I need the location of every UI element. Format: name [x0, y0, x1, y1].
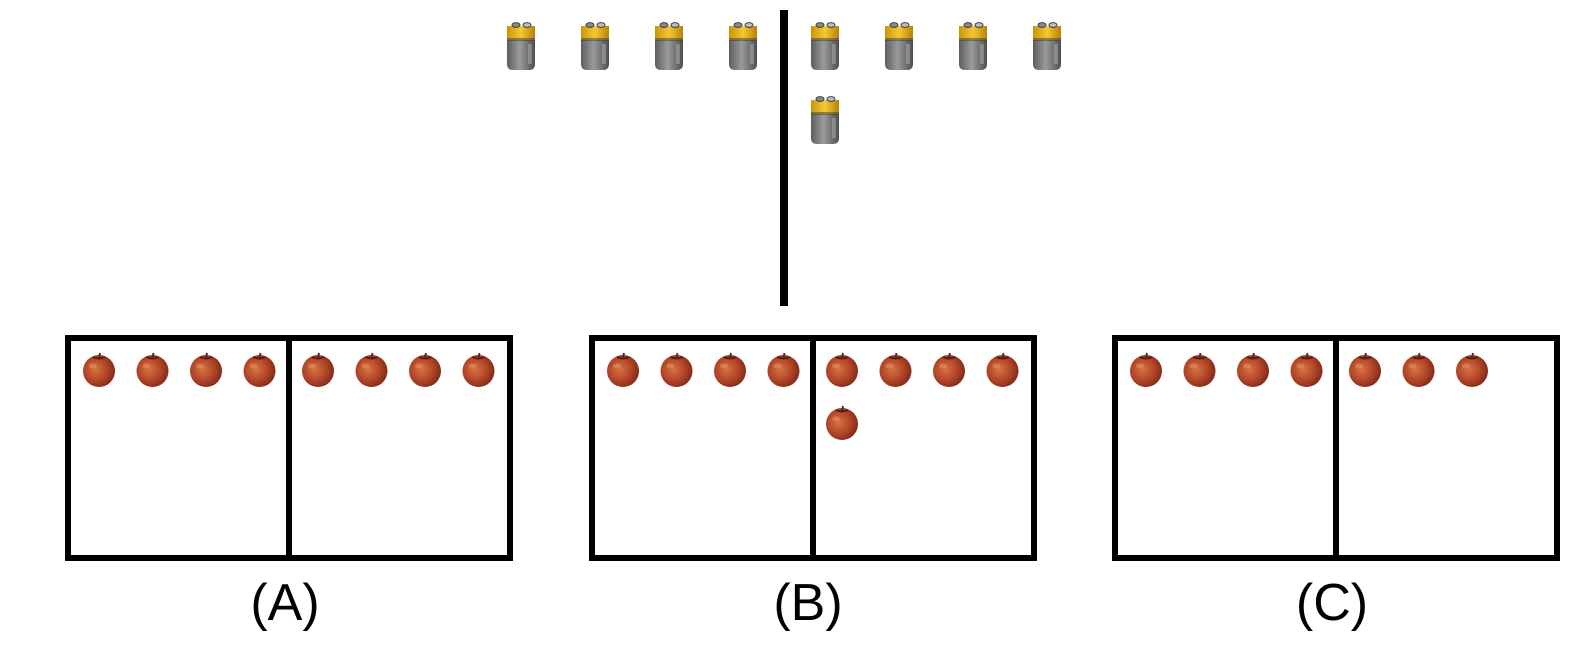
apple-icon: [83, 352, 115, 387]
battery-9v-icon: [959, 22, 987, 70]
battery-9v-icon: [729, 22, 757, 70]
apple-icon: [826, 352, 858, 387]
apple-icon: [879, 352, 912, 387]
option-b[interactable]: (B): [589, 335, 1037, 632]
apple-icon: [986, 352, 1019, 387]
apple-icon: [1402, 352, 1435, 387]
apple-icon: [1456, 352, 1488, 387]
apple-icon: [190, 352, 222, 387]
option-c-right-items: [1349, 352, 1488, 387]
battery-9v-icon: [885, 22, 913, 70]
apple-icon: [767, 352, 800, 387]
apple-icon: [409, 352, 441, 387]
option-b-label: (B): [773, 574, 842, 632]
apple-icon: [1237, 352, 1269, 387]
battery-9v-icon: [1033, 22, 1061, 70]
option-c-label: (C): [1296, 574, 1368, 632]
battery-9v-icon: [507, 22, 535, 70]
apple-icon: [1349, 352, 1381, 387]
apple-icon: [462, 352, 495, 387]
apple-icon: [243, 352, 276, 387]
reference-right-group: [811, 22, 1061, 144]
apple-icon: [1130, 352, 1162, 387]
apple-icon: [933, 352, 965, 387]
apple-icon: [302, 352, 334, 387]
apple-icon: [355, 352, 388, 387]
apple-icon: [660, 352, 693, 387]
apple-icon: [607, 352, 639, 387]
option-c[interactable]: (C): [1112, 335, 1560, 632]
reference-split: [507, 10, 1061, 306]
battery-9v-icon: [655, 22, 683, 70]
reference-divider: [780, 10, 788, 306]
option-a[interactable]: (A): [65, 335, 513, 632]
option-a-right-items: [302, 352, 495, 387]
battery-9v-icon: [581, 22, 609, 70]
option-b-left-items: [607, 352, 800, 387]
option-b-right-items: [826, 352, 1019, 440]
apple-icon: [136, 352, 169, 387]
apple-icon: [1290, 352, 1323, 387]
battery-9v-icon: [811, 22, 839, 70]
battery-9v-icon: [811, 96, 839, 144]
apple-icon: [826, 405, 858, 440]
option-a-label: (A): [250, 574, 319, 632]
option-a-left-items: [83, 352, 276, 387]
apple-icon: [714, 352, 746, 387]
apple-icon: [1183, 352, 1216, 387]
reference-left-group: [507, 22, 757, 70]
option-c-left-items: [1130, 352, 1323, 387]
